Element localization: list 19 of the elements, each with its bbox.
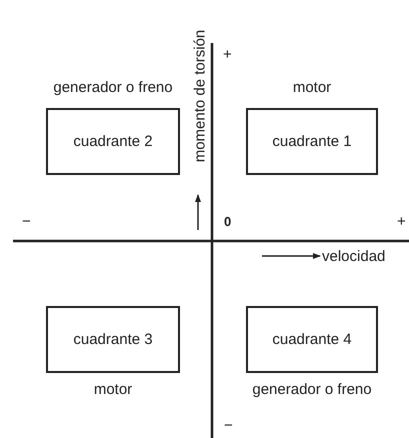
quadrant-label: cuadrante 1 bbox=[272, 133, 352, 150]
quadrant-box bbox=[46, 108, 180, 175]
axis-title: momento de torsión bbox=[192, 30, 208, 162]
quadrant-label: cuadrante 4 bbox=[272, 331, 352, 348]
quadrant-box bbox=[246, 306, 378, 373]
operating-mode-label: motor bbox=[292, 80, 332, 95]
quadrant-label: cuadrante 3 bbox=[73, 331, 153, 348]
quadrant-box bbox=[246, 108, 378, 175]
axis-title: velocidad bbox=[322, 249, 386, 264]
sign-label: + bbox=[223, 47, 232, 62]
quadrant-label: cuadrante 2 bbox=[73, 133, 153, 150]
sign-label: − bbox=[224, 418, 233, 433]
quadrant-box bbox=[46, 306, 180, 373]
operating-mode-label: generador o freno bbox=[252, 382, 372, 397]
origin-label: 0 bbox=[224, 215, 232, 228]
operating-mode-label: generador o freno bbox=[53, 80, 173, 95]
sign-label: − bbox=[22, 214, 31, 229]
sign-label: + bbox=[397, 214, 406, 229]
operating-mode-label: motor bbox=[94, 382, 132, 397]
